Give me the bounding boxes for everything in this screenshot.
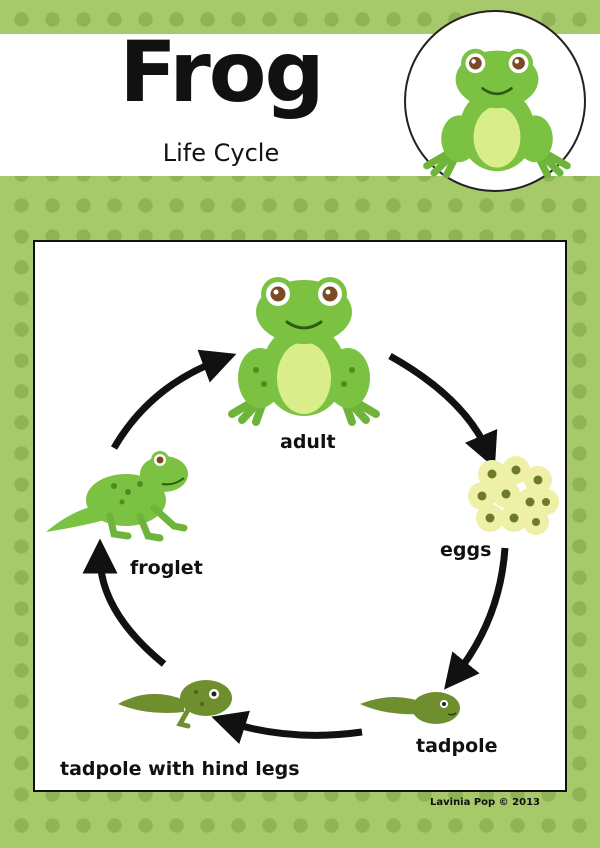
page-subtitle: Life Cycle bbox=[162, 139, 280, 167]
frog-icon bbox=[423, 48, 571, 179]
arrow-tadpole-to-hindlegs bbox=[211, 710, 363, 745]
page-title: Frog bbox=[119, 23, 324, 121]
stage-label-tadpole: tadpole bbox=[416, 735, 498, 757]
stage-label-eggs: eggs bbox=[440, 539, 492, 561]
header-frog-badge bbox=[404, 10, 586, 192]
arrow-hindlegs-to-froglet bbox=[82, 538, 167, 667]
stage-label-tadpole-hind-legs: tadpole with hind legs bbox=[60, 758, 300, 780]
arrow-adult-to-eggs bbox=[388, 352, 498, 469]
tadpole-image bbox=[360, 692, 460, 724]
eggs-image bbox=[468, 456, 559, 535]
adult-frog-image bbox=[228, 277, 380, 426]
stage-label-froglet: froglet bbox=[130, 557, 203, 579]
copyright-credit: Lavinia Pop © 2013 bbox=[430, 797, 540, 808]
tadpole-hind-legs-image bbox=[118, 680, 232, 729]
froglet-image bbox=[46, 451, 188, 542]
arrow-eggs-to-tadpole bbox=[444, 547, 509, 690]
arrow-froglet-to-adult bbox=[110, 349, 237, 450]
stage-label-adult: adult bbox=[280, 431, 336, 453]
